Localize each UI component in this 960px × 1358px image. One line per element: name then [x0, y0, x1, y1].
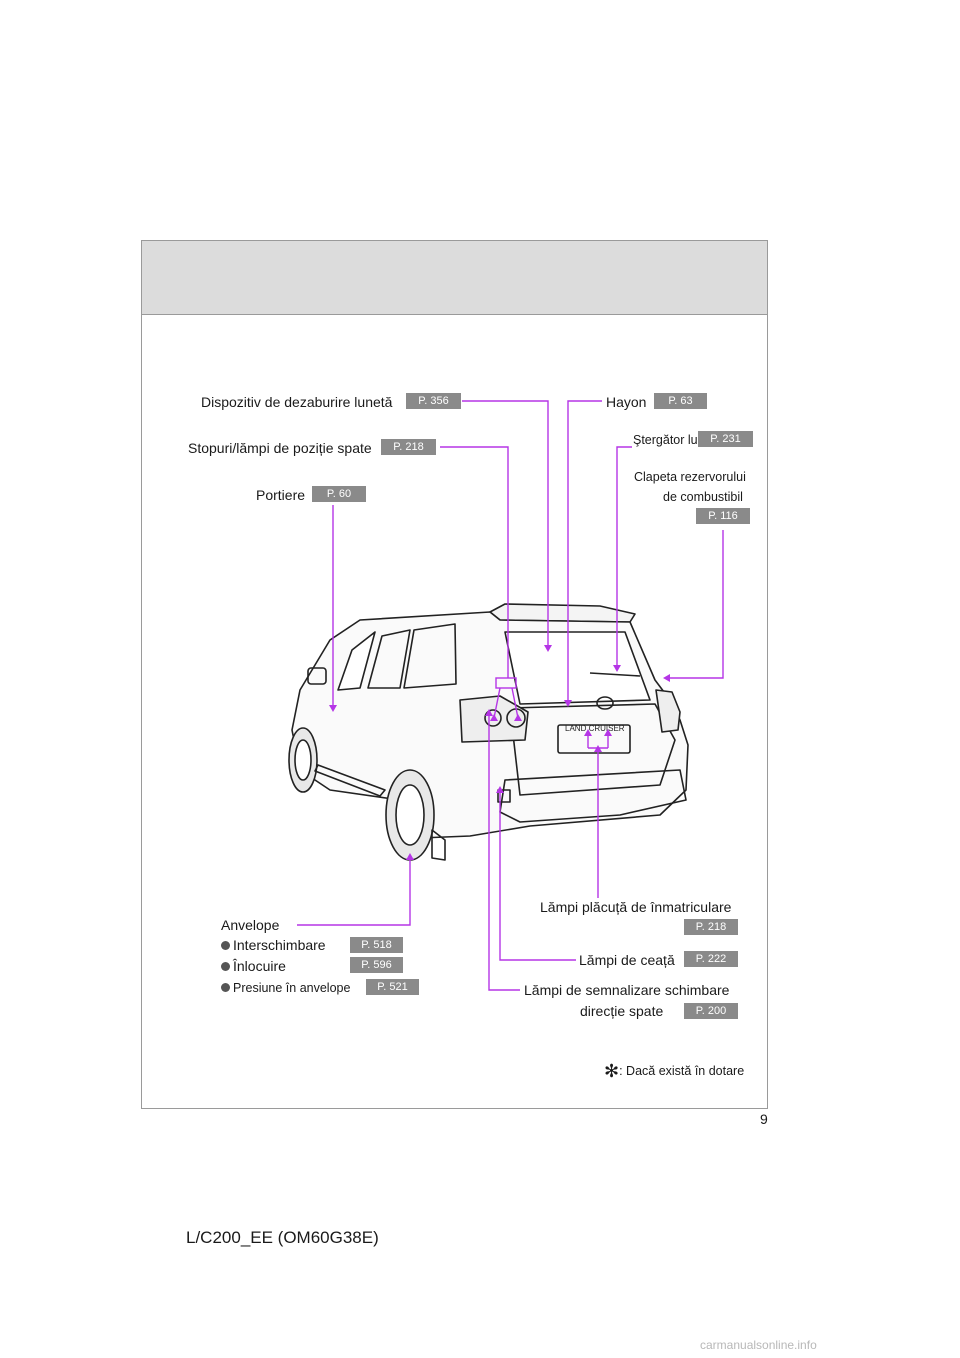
label-interschimbare: Interschimbare	[233, 937, 326, 953]
label-ceata: Lămpi de ceață	[579, 952, 675, 968]
callout-line-stopuri	[440, 446, 509, 678]
label-inlocuire: Înlocuire	[233, 958, 286, 974]
bullet-icon	[221, 962, 230, 971]
callout-line-dezaburire	[462, 400, 549, 645]
page-badge-hayon[interactable]: P. 63	[654, 393, 707, 409]
callout-lines	[297, 400, 724, 991]
callout-line-hayon	[567, 400, 602, 705]
label-semnalizare-line2: direcție spate	[580, 1003, 664, 1019]
callout-line-clapeta	[670, 530, 724, 679]
footer-code: L/C200_EE (OM60G38E)	[186, 1228, 379, 1247]
label-clapeta-line1: Clapeta rezervorului	[634, 470, 746, 484]
callout-line-semnalizare	[488, 712, 520, 991]
callout-line-stopuri-r	[511, 687, 519, 719]
label-dezaburire: Dispozitiv de dezaburire lunetă	[201, 394, 393, 410]
label-clapeta-line2: de combustibil	[663, 490, 743, 504]
page-badge-clapeta[interactable]: P. 116	[696, 508, 750, 524]
vehicle-illustration: LAND CRUISER	[288, 603, 689, 861]
label-placuta: Lămpi plăcuță de înmatriculare	[540, 899, 732, 915]
page-badge-stopuri[interactable]: P. 218	[381, 439, 436, 455]
page-badge-interschimbare[interactable]: P. 518	[350, 937, 403, 953]
callout-line-anvelope	[297, 856, 411, 926]
callout-arrowheads	[329, 645, 670, 860]
content-frame	[141, 240, 768, 1109]
callout-line-ceata	[499, 790, 576, 961]
page-badge-inlocuire[interactable]: P. 596	[350, 957, 403, 973]
label-presiune: Presiune în anvelope	[233, 981, 351, 995]
label-anvelope: Anvelope	[221, 917, 280, 933]
page-badge-placuta[interactable]: P. 218	[684, 919, 738, 935]
callout-line-stergator	[616, 446, 632, 668]
label-portiere: Portiere	[256, 487, 306, 503]
page-number: 9	[760, 1111, 768, 1127]
header-band	[142, 241, 767, 315]
label-hayon: Hayon	[606, 394, 647, 410]
page-badge-presiune[interactable]: P. 521	[366, 979, 419, 995]
page-badge-ceata[interactable]: P. 222	[684, 951, 738, 967]
vehicle-badge-text: LAND CRUISER	[565, 724, 625, 733]
label-semnalizare-line1: Lămpi de semnalizare schimbare	[524, 982, 730, 998]
callout-line-stopuri-l	[493, 687, 501, 719]
asterisk-icon: ✻	[604, 1061, 620, 1081]
watermark: carmanualsonline.info	[700, 1338, 817, 1352]
label-stopuri: Stopuri/lămpi de poziție spate	[188, 440, 372, 456]
footnote-text: : Dacă există în dotare	[619, 1064, 745, 1078]
label-interschimbare-row: Interschimbare	[221, 937, 326, 953]
page-badge-dezaburire[interactable]: P. 356	[406, 393, 461, 409]
footnote: ✻: Dacă există în dotare	[604, 1061, 745, 1081]
page-badge-semnalizare[interactable]: P. 200	[684, 1003, 738, 1019]
page-badge-stergator[interactable]: P. 231	[698, 431, 753, 447]
bullet-icon	[221, 941, 230, 950]
label-inlocuire-row: Înlocuire	[221, 958, 286, 974]
label-presiune-row: Presiune în anvelope	[221, 980, 350, 996]
page-badge-portiere[interactable]: P. 60	[312, 486, 366, 502]
bullet-icon	[221, 983, 230, 992]
callout-bracket-stopuri	[495, 677, 517, 689]
